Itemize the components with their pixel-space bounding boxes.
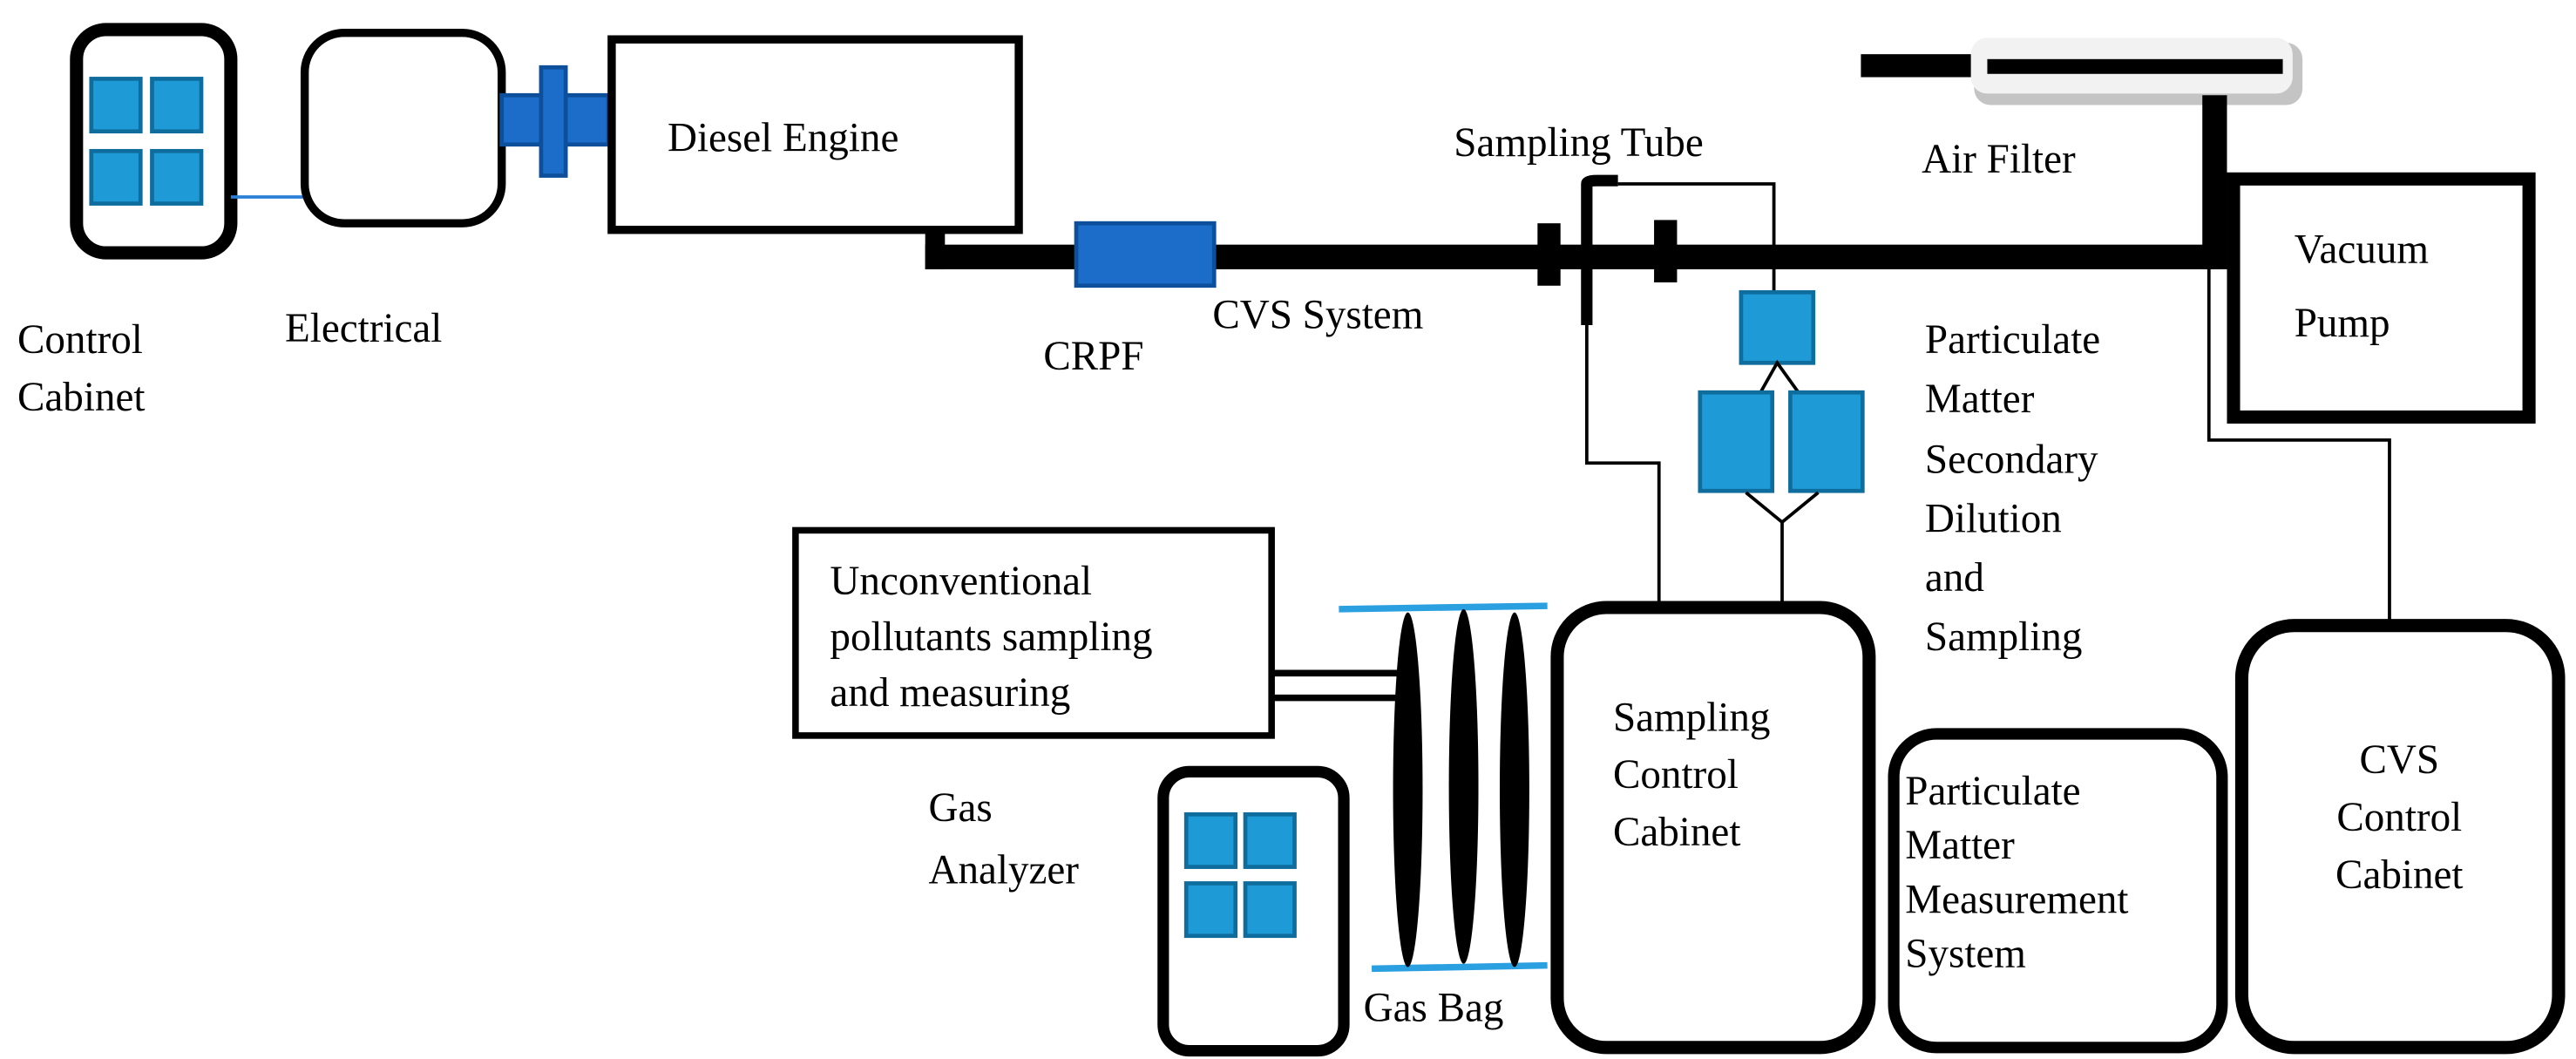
diesel-engine-label: Diesel Engine <box>668 115 898 160</box>
cvs-control-line <box>2207 268 2391 624</box>
gas-analyzer: Gas Analyzer <box>928 765 1350 1057</box>
control-cabinet-label-1: Control <box>17 317 143 363</box>
sampling-cabinet-label-3: Cabinet <box>1613 810 1740 855</box>
gas-bag-label: Gas Bag <box>1364 986 1504 1031</box>
gas-analyzer-label-2: Analyzer <box>928 847 1079 893</box>
unconventional-label-2: pollutants sampling <box>830 614 1152 660</box>
crpf: CRPF <box>1043 221 1217 379</box>
air-filter-label: Air Filter <box>1922 137 2076 182</box>
pm-measurement-label-1: Particulate <box>1905 769 2080 814</box>
electrical: Electrical <box>285 28 506 351</box>
pm-dilution-label-2: Matter <box>1925 377 2035 422</box>
pm-measurement-label-4: System <box>1905 932 2026 977</box>
pm-dilution-label-4: Dilution <box>1925 496 2062 541</box>
pm-secondary-dilution: Particulate Matter Secondary Dilution an… <box>1698 289 2100 660</box>
vacuum-pump-label-2: Pump <box>2295 301 2390 346</box>
pm-dilution-label-3: Secondary <box>1925 438 2098 483</box>
sample-line-to-cabinet <box>1584 324 1661 605</box>
cvs-system-label: CVS System <box>1212 293 1423 338</box>
diesel-engine: Diesel Engine <box>607 35 1023 234</box>
pm-dilution-label-5: and <box>1925 555 1984 601</box>
unconventional-label-3: and measuring <box>830 670 1070 716</box>
pm-measurement-label-2: Matter <box>1905 823 2015 868</box>
unconventional-label-1: Unconventional <box>830 559 1092 604</box>
sampling-cabinet-label-1: Sampling <box>1613 695 1770 740</box>
air-intake-pipe <box>2202 95 2227 269</box>
vacuum-pump: Vacuum Pump <box>2227 172 2536 424</box>
unconventional-pollutants-unit: Unconventional pollutants sampling and m… <box>792 526 1400 739</box>
cvs-cabinet-label-1: CVS <box>2359 737 2439 783</box>
sampling-control-cabinet: Sampling Control Cabinet <box>1550 601 1876 1055</box>
sampling-tube: Sampling Tube <box>1454 120 1704 325</box>
cvs-cabinet-label-3: Cabinet <box>2335 852 2463 898</box>
crpf-label: CRPF <box>1043 334 1143 379</box>
pm-dilution-label-1: Particulate <box>1925 317 2100 363</box>
cvs-control-cabinet: CVS Control Cabinet <box>2234 619 2566 1055</box>
pm-measurement-system: Particulate Matter Measurement System <box>1888 728 2228 1054</box>
sample-line <box>1617 182 1776 293</box>
gas-bag: Gas Bag <box>1339 602 1548 1031</box>
cvs-cabinet-label-2: Control <box>2336 795 2462 840</box>
sampling-cabinet-label-2: Control <box>1613 752 1739 798</box>
sampling-tube-label: Sampling Tube <box>1454 120 1703 166</box>
air-filter: Air Filter <box>1861 37 2303 182</box>
gas-analyzer-label-1: Gas <box>928 785 992 831</box>
pm-dilution-label-6: Sampling <box>1925 614 2082 660</box>
control-cabinet-label-2: Cabinet <box>17 375 145 420</box>
pm-measurement-label-3: Measurement <box>1905 877 2128 922</box>
vacuum-pump-label-1: Vacuum <box>2295 227 2429 272</box>
coupling <box>499 64 611 178</box>
electrical-label: Electrical <box>285 306 442 351</box>
control-cabinet: Control Cabinet <box>17 23 238 420</box>
